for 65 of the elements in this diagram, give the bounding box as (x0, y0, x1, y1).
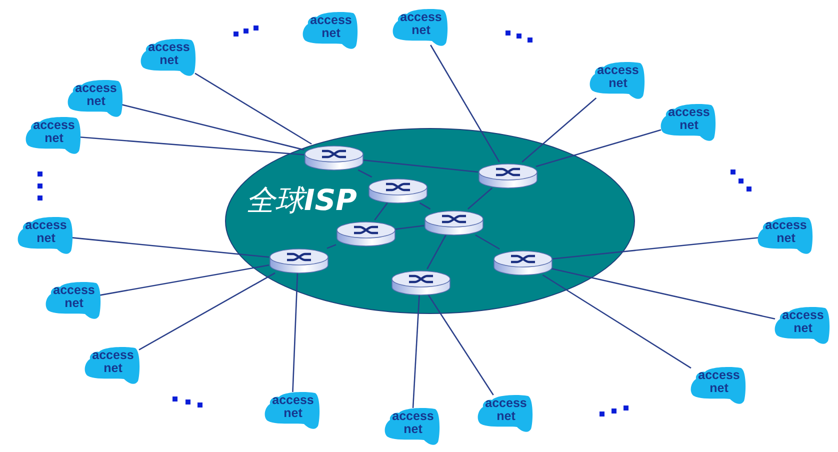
router-icon (336, 220, 396, 248)
link-line (419, 202, 431, 210)
access-network-cloud (588, 60, 646, 100)
cloud-label: access net (596, 64, 640, 90)
router-icon (391, 269, 451, 297)
router-icon (304, 144, 364, 172)
cloud-label: access net (271, 394, 315, 420)
link-line (412, 294, 420, 408)
access-network-cloud (66, 78, 124, 118)
cloud-label: access net (697, 369, 741, 395)
cloud-label: access net (74, 82, 118, 108)
access-network-cloud (383, 406, 441, 446)
link-line (394, 224, 424, 230)
access-network-cloud (24, 115, 82, 155)
cloud-label: access net (667, 106, 711, 132)
access-network-cloud (301, 10, 359, 50)
link-line (358, 169, 372, 178)
router-icon (269, 247, 329, 275)
access-network-cloud (391, 7, 449, 47)
link-line (475, 234, 500, 250)
access-network-cloud (139, 37, 197, 77)
link-line (292, 272, 298, 392)
cloud-label: access net (309, 14, 353, 40)
cloud-label: access net (52, 284, 96, 310)
link-line (100, 264, 270, 296)
access-network-cloud (476, 393, 534, 433)
access-network-cloud (756, 215, 814, 255)
router-icon (424, 209, 484, 237)
link-line (122, 104, 304, 150)
cloud-label: access net (147, 41, 191, 67)
access-network-cloud (16, 215, 74, 255)
cloud-label: access net (24, 219, 68, 245)
access-network-cloud (689, 365, 747, 405)
network-title: 全球ISP (246, 182, 357, 219)
link-line (428, 294, 494, 396)
link-line (362, 159, 478, 173)
cloud-label: access net (764, 219, 808, 245)
router-icon (493, 249, 553, 277)
link-line (522, 98, 597, 162)
link-line (550, 268, 776, 320)
link-line (326, 244, 336, 249)
access-network-cloud (263, 390, 321, 430)
router-icon (368, 177, 428, 205)
link-line (536, 129, 662, 168)
link-line (550, 237, 758, 260)
link-line (72, 237, 270, 258)
cloud-label: access net (391, 410, 435, 436)
access-network-cloud (83, 345, 141, 385)
cloud-label: access net (484, 397, 528, 423)
link-line (430, 44, 500, 162)
link-line (194, 72, 312, 145)
cloud-label: access net (32, 119, 76, 145)
link-line (426, 234, 446, 270)
router-icon (478, 162, 538, 190)
link-line (468, 188, 492, 210)
cloud-label: access net (399, 11, 443, 37)
cloud-label: access net (781, 309, 825, 335)
link-line (542, 274, 692, 369)
link-line (374, 202, 388, 220)
cloud-label: access net (91, 349, 135, 375)
link-line (80, 136, 304, 156)
access-network-cloud (44, 280, 102, 320)
access-network-cloud (659, 102, 717, 142)
access-network-cloud (773, 305, 831, 345)
link-line (138, 272, 276, 350)
